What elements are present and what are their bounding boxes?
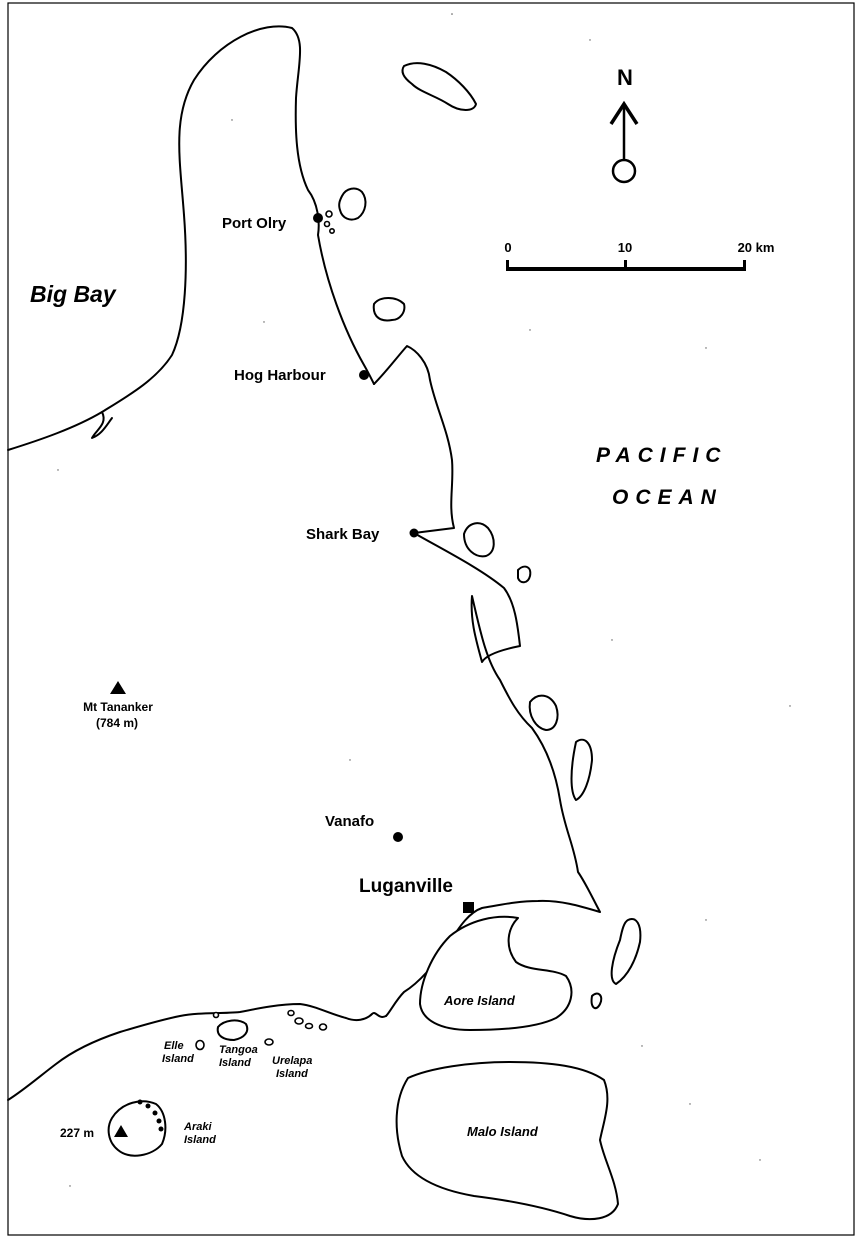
scale-bar-tick-mid xyxy=(624,260,627,271)
aore-island-shape xyxy=(419,915,573,1031)
port-olry-marker xyxy=(313,213,323,223)
araki-island-label-1: Araki xyxy=(183,1121,212,1133)
araki-elevation-label: 227 m xyxy=(60,1126,94,1140)
vanafo-label: Vanafo xyxy=(325,813,374,830)
islet-chain-4 xyxy=(318,1023,328,1031)
big-bay-label: Big Bay xyxy=(30,281,117,307)
tangoa-island-label-2: Island xyxy=(219,1057,251,1069)
elle-islet xyxy=(212,1011,220,1019)
islet-chain-1 xyxy=(287,1009,295,1017)
north-arrow-head-icon xyxy=(609,100,639,125)
araki-shore-dot-2 xyxy=(145,1103,151,1109)
luganville-marker xyxy=(463,902,474,913)
tangoa-island-label-1: Tangoa xyxy=(219,1044,258,1056)
araki-shore-dot-3 xyxy=(152,1110,158,1116)
island-near-port-olry xyxy=(338,187,367,221)
island-off-shark-bay xyxy=(463,522,495,558)
big-bay-coastline xyxy=(7,25,375,451)
north-label: N xyxy=(617,65,633,90)
pacific-label-line2: OCEAN xyxy=(612,486,723,509)
islet-chain-2 xyxy=(294,1017,304,1025)
scale-bar-tick-right xyxy=(743,260,746,271)
aore-island-label: Aore Island xyxy=(443,993,516,1008)
elle-island-label-1: Elle xyxy=(164,1040,184,1052)
map-frame xyxy=(7,2,855,1236)
island-small-east xyxy=(517,565,532,584)
island-mid-east xyxy=(528,694,559,731)
vanafo-marker xyxy=(393,832,403,842)
urelapa-island-label-1: Urelapa xyxy=(272,1055,312,1067)
scan-speckles xyxy=(57,13,791,1187)
araki-shore-dot-1 xyxy=(137,1099,143,1105)
hog-harbour-label: Hog Harbour xyxy=(234,367,326,384)
island-tiny-east xyxy=(590,992,603,1010)
scale-tick-0: 0 xyxy=(504,240,511,255)
island-long-east xyxy=(570,738,593,801)
mt-tananker-peak-icon xyxy=(110,681,126,694)
south-coastline xyxy=(7,1003,387,1101)
urelapa-islet xyxy=(264,1038,274,1046)
malo-island-shape xyxy=(395,1061,619,1221)
urelapa-island-label-2: Island xyxy=(276,1068,308,1080)
islet-chain-3 xyxy=(304,1022,314,1030)
port-olry-label: Port Olry xyxy=(222,215,287,232)
shark-bay-label: Shark Bay xyxy=(306,526,380,543)
araki-island-label-2: Island xyxy=(184,1134,216,1146)
mt-tananker-name: Mt Tananker xyxy=(83,700,153,714)
elle-island-label-2: Island xyxy=(162,1053,194,1065)
pacific-label-line1: PACIFIC xyxy=(596,444,727,467)
scale-bar-tick-left xyxy=(506,260,509,271)
island-north-east xyxy=(401,62,477,111)
elle-island-shape xyxy=(195,1039,205,1051)
east-coastline xyxy=(373,345,601,1017)
island-south-of-port-olry xyxy=(372,297,406,322)
tangoa-island-shape xyxy=(216,1019,249,1041)
araki-island-shape xyxy=(107,1100,167,1157)
scale-bar: 0 10 20 km xyxy=(504,240,774,271)
shark-bay-marker xyxy=(409,528,419,538)
araki-shore-dot-4 xyxy=(156,1118,162,1124)
port-olry-islet-3 xyxy=(328,228,335,235)
hog-harbour-marker xyxy=(359,370,369,380)
araki-shore-dot-5 xyxy=(158,1126,164,1132)
scale-tick-10: 10 xyxy=(618,240,632,255)
luganville-label: Luganville xyxy=(359,876,453,897)
river-inlet xyxy=(91,411,113,439)
port-olry-islet-2 xyxy=(323,220,331,228)
araki-peak-icon xyxy=(114,1125,128,1137)
port-olry-islet-1 xyxy=(325,210,333,218)
mt-tananker-elevation: (784 m) xyxy=(96,716,138,730)
malo-island-label: Malo Island xyxy=(467,1124,539,1139)
island-far-east xyxy=(610,918,642,985)
scale-tick-20: 20 km xyxy=(738,240,775,255)
north-arrow: N xyxy=(609,65,639,184)
north-arrow-circle-icon xyxy=(611,158,637,184)
